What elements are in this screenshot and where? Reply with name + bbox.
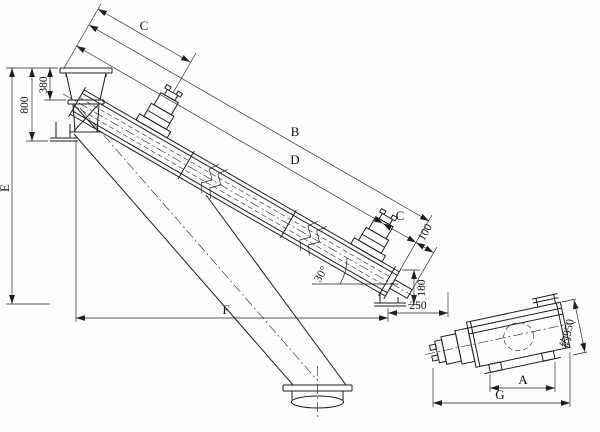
dim-label-d: D [290, 152, 299, 167]
dimension-lines [9, 8, 586, 406]
conveyor-body [63, 83, 417, 300]
dim-line-c-right [382, 223, 417, 243]
dim-label-c-right: C [396, 208, 405, 223]
dim-line-c-top [97, 8, 191, 63]
dim-label-380: 380 [38, 76, 50, 94]
end-view-inlet-flange [531, 293, 559, 308]
dim-label-c-top: C [140, 18, 149, 33]
end-view [425, 293, 576, 375]
end-view-screw-circle [503, 322, 534, 352]
end-view-feet [484, 350, 561, 375]
dim-label-250: 250 [409, 300, 427, 312]
tail-support [374, 294, 406, 307]
head-top-flange [59, 67, 113, 77]
chute-centerline [79, 107, 318, 381]
screw-hidden-line-upper [79, 97, 390, 277]
dim-line-100 [415, 242, 434, 253]
angle-arc-30deg [339, 257, 348, 285]
dim-line-b [88, 24, 430, 222]
dim-label-e: E [0, 184, 12, 192]
angle-label-30deg: 30° [312, 264, 331, 284]
screw-hidden-line-lower [74, 106, 385, 286]
dim-label-180: 180 [416, 279, 428, 297]
dimension-labels: C B D C 100 800 380 E F 250 180 30° A G … [0, 18, 577, 402]
dim-label-100: 100 [416, 222, 435, 243]
conveyor-centerline [63, 93, 417, 299]
end-view-trough [465, 301, 571, 368]
discharge-chute [73, 107, 353, 420]
dim-line-950 [573, 299, 586, 353]
dim-label-b: B [291, 124, 300, 139]
dim-label-a: A [518, 372, 528, 387]
head-support-feet [50, 122, 78, 142]
dim-label-f: F [222, 302, 229, 317]
extension-lines [6, 3, 588, 407]
end-view-centerline [425, 322, 576, 355]
dim-label-g: G [495, 387, 504, 402]
dim-line-d [76, 45, 384, 224]
dim-label-800: 800 [19, 96, 31, 114]
head-housing [50, 67, 113, 142]
tail-shaft-stub [389, 278, 413, 300]
